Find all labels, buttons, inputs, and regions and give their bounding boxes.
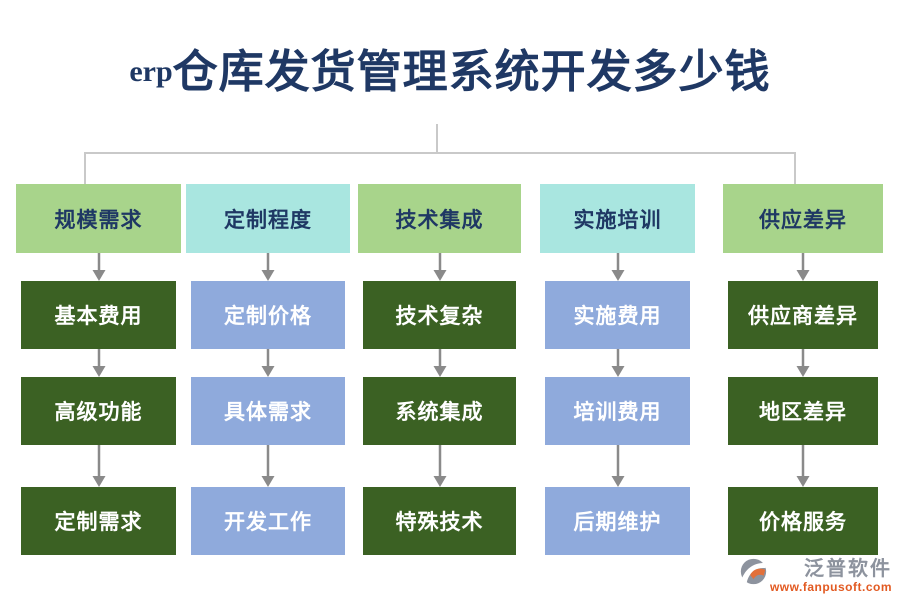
arrow-head — [92, 366, 105, 377]
down-arrow-icon — [261, 253, 275, 281]
flow-column-customization: 定制程度 定制价格 具体需求 开发工作 — [186, 184, 350, 555]
down-arrow-icon — [92, 349, 105, 377]
arrow-shaft — [97, 445, 100, 477]
arrow-shaft — [266, 445, 270, 477]
arrow-head — [261, 366, 275, 377]
arrow-head — [611, 366, 624, 377]
fanpu-logo-icon — [740, 558, 767, 585]
connector-stem — [436, 124, 438, 154]
category-header: 定制程度 — [186, 184, 350, 253]
arrow-shaft — [266, 253, 270, 271]
flow-item: 高级功能 — [20, 377, 177, 445]
flow-item: 具体需求 — [190, 377, 346, 445]
arrow-shaft — [97, 253, 100, 271]
arrow-shaft — [616, 349, 619, 367]
arrow-shaft — [616, 445, 619, 477]
flow-item: 系统集成 — [362, 377, 517, 445]
flow-column-implementation-training: 实施培训 实施费用 培训费用 后期维护 — [540, 184, 695, 555]
down-arrow-icon — [796, 445, 810, 487]
down-arrow-icon — [261, 349, 275, 377]
category-header: 技术集成 — [358, 184, 521, 253]
down-arrow-icon — [261, 445, 275, 487]
flow-item: 后期维护 — [544, 487, 691, 555]
title-main: 仓库发货管理系统开发多少钱 — [172, 47, 771, 97]
arrow-shaft — [97, 349, 100, 367]
arrow-head — [92, 476, 105, 487]
arrow-shaft — [438, 349, 441, 367]
flow-item: 定制价格 — [190, 281, 346, 349]
arrow-shaft — [616, 253, 619, 271]
arrow-shaft — [438, 445, 441, 477]
flow-item: 实施费用 — [544, 281, 691, 349]
flow-item: 开发工作 — [190, 487, 346, 555]
connector-drop-right — [794, 152, 796, 185]
down-arrow-icon — [611, 253, 624, 281]
down-arrow-icon — [92, 253, 105, 281]
arrow-head — [796, 476, 810, 487]
arrow-shaft — [801, 253, 805, 271]
arrow-head — [433, 270, 446, 281]
flow-column-scale-demand: 规模需求 基本费用 高级功能 定制需求 — [16, 184, 181, 555]
flow-item: 地区差异 — [727, 377, 879, 445]
flow-column-tech-integration: 技术集成 技术复杂 系统集成 特殊技术 — [358, 184, 521, 555]
arrow-head — [261, 270, 275, 281]
flow-item: 技术复杂 — [362, 281, 517, 349]
arrow-head — [611, 270, 624, 281]
flow-item: 定制需求 — [20, 487, 177, 555]
down-arrow-icon — [611, 445, 624, 487]
flow-item: 供应商差异 — [727, 281, 879, 349]
arrow-head — [433, 366, 446, 377]
arrow-shaft — [801, 349, 805, 367]
flow-item: 培训费用 — [544, 377, 691, 445]
flow-item: 基本费用 — [20, 281, 177, 349]
page-title: erp仓库发货管理系统开发多少钱 — [0, 50, 900, 95]
down-arrow-icon — [796, 253, 810, 281]
title-prefix: erp — [129, 55, 173, 88]
down-arrow-icon — [433, 253, 446, 281]
category-header: 实施培训 — [540, 184, 695, 253]
arrow-head — [433, 476, 446, 487]
category-header: 供应差异 — [723, 184, 883, 253]
connector-crossbar — [84, 152, 796, 154]
watermark-url: www.fanpusoft.com — [769, 580, 892, 594]
down-arrow-icon — [92, 445, 105, 487]
arrow-shaft — [801, 445, 805, 477]
arrow-head — [611, 476, 624, 487]
category-header: 规模需求 — [16, 184, 181, 253]
watermark: 泛普软件 www.fanpusoft.com — [740, 558, 892, 594]
arrow-head — [261, 476, 275, 487]
arrow-head — [796, 270, 810, 281]
arrow-head — [796, 366, 810, 377]
flow-item: 价格服务 — [727, 487, 879, 555]
down-arrow-icon — [433, 445, 446, 487]
connector-drop-left — [84, 152, 86, 185]
watermark-text: 泛普软件 www.fanpusoft.com — [770, 558, 892, 594]
arrow-shaft — [266, 349, 270, 367]
down-arrow-icon — [796, 349, 810, 377]
flow-column-supply-difference: 供应差异 供应商差异 地区差异 价格服务 — [723, 184, 883, 555]
arrow-head — [92, 270, 105, 281]
flow-item: 特殊技术 — [362, 487, 517, 555]
down-arrow-icon — [611, 349, 624, 377]
down-arrow-icon — [433, 349, 446, 377]
watermark-name: 泛普软件 — [804, 558, 892, 580]
arrow-shaft — [438, 253, 441, 271]
